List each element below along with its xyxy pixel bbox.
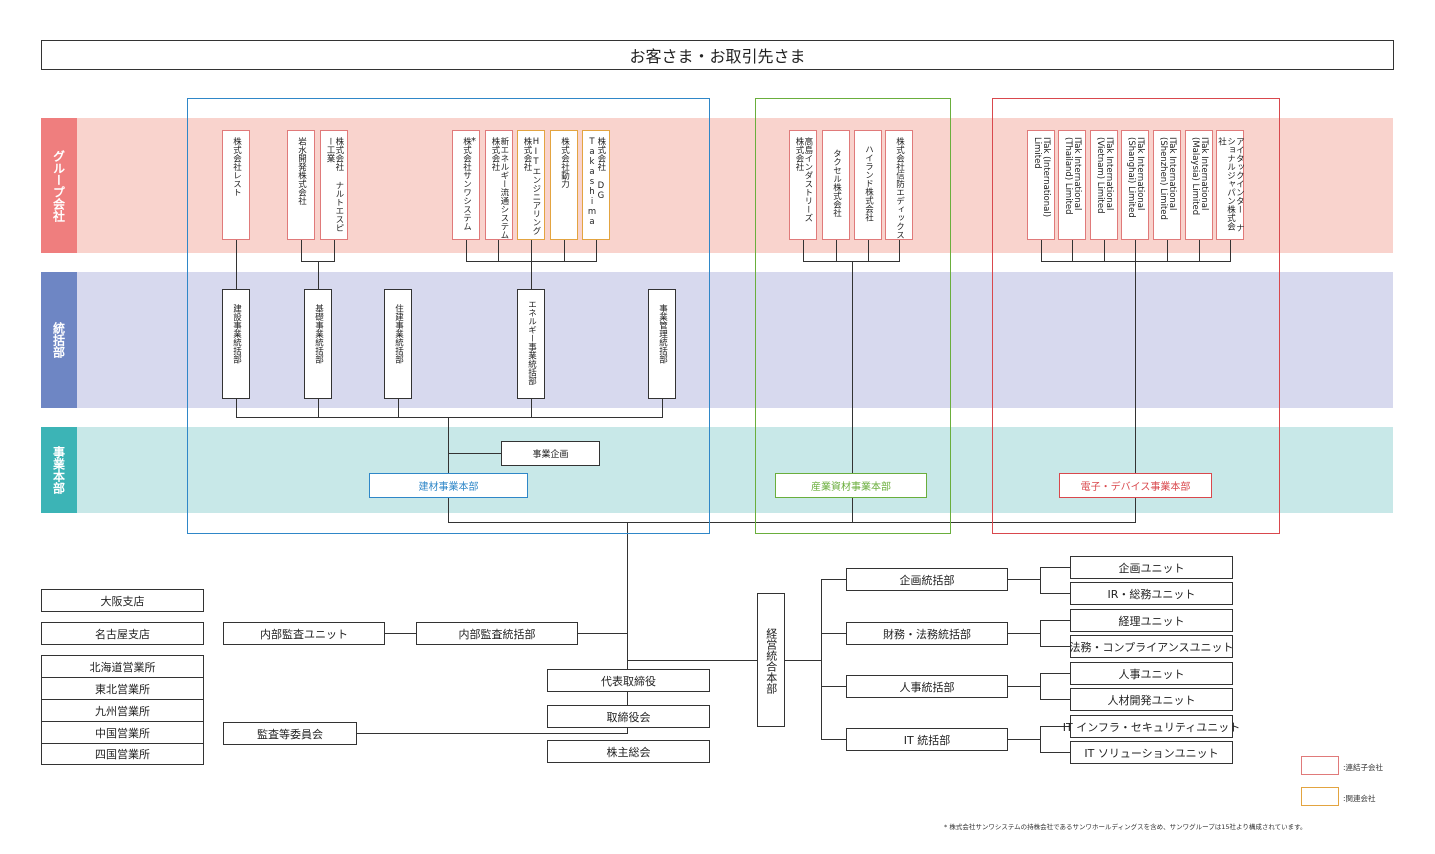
sangyo-frame xyxy=(755,98,951,534)
unit-it-infra: IT インフラ・セキュリティユニット xyxy=(1063,715,1240,738)
sanwa-system-mark: * xyxy=(471,136,476,147)
division-kanri: 事業管理統括部 xyxy=(648,289,676,399)
header-box: お客さま・お取引先さま xyxy=(41,40,1394,70)
header-title: お客さま・お取引先さま xyxy=(629,47,806,66)
unit-ir: IR・総務ユニット xyxy=(1070,582,1233,605)
corp-finance: 財務・法務統括部 xyxy=(846,622,1008,645)
unit-hr: 人事ユニット xyxy=(1070,662,1233,685)
company-itak-malaysia: ITak International (Malaysia) Limited xyxy=(1185,130,1213,240)
unit-accounting: 経理ユニット xyxy=(1070,609,1233,632)
legend-subsidiary-label: :連結子会社 xyxy=(1343,763,1384,772)
division-kensetsu: 建設事業統括部 xyxy=(222,289,250,399)
kenzai-hq: 建材事業本部 xyxy=(369,473,528,498)
president: 代表取締役 xyxy=(547,669,710,692)
company-dg-takashima: 株式会社 DG Takashima xyxy=(582,130,610,240)
kenzai-frame xyxy=(187,98,710,534)
shareholders: 株主総会 xyxy=(547,740,710,763)
branch-kyushu: 九州営業所 xyxy=(41,699,204,722)
company-takusel: タクセル株式会社 xyxy=(822,130,850,240)
branch-nagoya: 名古屋支店 xyxy=(41,622,204,645)
sangyo-hq: 産業資材事業本部 xyxy=(775,473,927,498)
company-sanwa-system: 株式会社サンワシステム xyxy=(452,130,480,240)
audit-dept: 内部監査統括部 xyxy=(416,622,578,645)
company-shin-energy: 新エネルギー流通システム 株式会社 xyxy=(485,130,513,240)
company-iwamizu: 岩水開発株式会社 xyxy=(287,130,315,240)
company-itak-vietnam: ITak International (Vietnam) Limited xyxy=(1090,130,1118,240)
branch-chugoku: 中国営業所 xyxy=(41,721,204,744)
division-kiso: 基礎事業統括部 xyxy=(304,289,332,399)
unit-it-solution: IT ソリューションユニット xyxy=(1070,741,1233,764)
unit-talent: 人材開発ユニット xyxy=(1070,688,1233,711)
company-shinbou: 株式会社信防エディックス xyxy=(885,130,913,240)
company-rest: 株式会社レスト xyxy=(222,130,250,240)
audit-unit: 内部監査ユニット xyxy=(223,622,385,645)
company-itak-shanghai: ITak International (Shanghai) Limited xyxy=(1121,130,1149,240)
company-hyland: ハイランド株式会社 xyxy=(854,130,882,240)
branch-shikoku: 四国営業所 xyxy=(41,743,204,765)
company-hit: HITエンジニアリング 株式会社 xyxy=(517,130,545,240)
company-itak-japan: アイタックインター ナショナルジャパン株式会社 xyxy=(1216,130,1244,240)
company-takashima-ind: 高島インダストリーズ 株式会社 xyxy=(789,130,817,240)
corp-it: IT 統括部 xyxy=(846,728,1008,751)
business-band-label: 事業本部 xyxy=(41,427,77,513)
legend-subsidiary-swatch xyxy=(1301,756,1339,775)
business-band xyxy=(76,427,1393,513)
division-energy: エネルギー事業統括部 xyxy=(517,289,545,399)
unit-planning: 企画ユニット xyxy=(1070,556,1233,579)
company-douryoku: 株式会社動力 xyxy=(550,130,578,240)
company-naruto: 株式会社 ナルトエスピー工業 xyxy=(320,130,348,240)
corp-planning: 企画統括部 xyxy=(846,568,1008,591)
division-band-label: 統括部 xyxy=(41,272,77,408)
company-itak-international: ITak (International) Limited xyxy=(1027,130,1055,240)
branch-hokkaido: 北海道営業所 xyxy=(41,655,204,678)
legend-affiliate-label: :関連会社 xyxy=(1343,794,1376,803)
management-hq: 経営統合本部 xyxy=(757,593,785,727)
business-planning: 事業企画 xyxy=(501,441,600,466)
footnote: * 株式会社サンワシステムの持株会社であるサンワホールディングスを含め、サンワグ… xyxy=(944,823,1307,831)
denshi-hq: 電子・デバイス事業本部 xyxy=(1059,473,1212,498)
division-juken: 住建事業統括部 xyxy=(384,289,412,399)
legend-affiliate-swatch xyxy=(1301,787,1339,806)
group-band-label: グループ会社 xyxy=(41,118,77,253)
company-itak-thailand: ITak International (Thailand) Limited xyxy=(1058,130,1086,240)
board: 取締役会 xyxy=(547,705,710,728)
branch-osaka: 大阪支店 xyxy=(41,589,204,612)
company-itak-shenzhen: ITak International (Shenzhen) Limited xyxy=(1153,130,1181,240)
denshi-frame xyxy=(992,98,1280,534)
corp-hr: 人事統括部 xyxy=(846,675,1008,698)
audit-committee: 監査等委員会 xyxy=(223,722,357,745)
division-band xyxy=(76,272,1393,408)
unit-legal: 法務・コンプライアンスユニット xyxy=(1070,635,1234,658)
branch-tohoku: 東北営業所 xyxy=(41,677,204,700)
